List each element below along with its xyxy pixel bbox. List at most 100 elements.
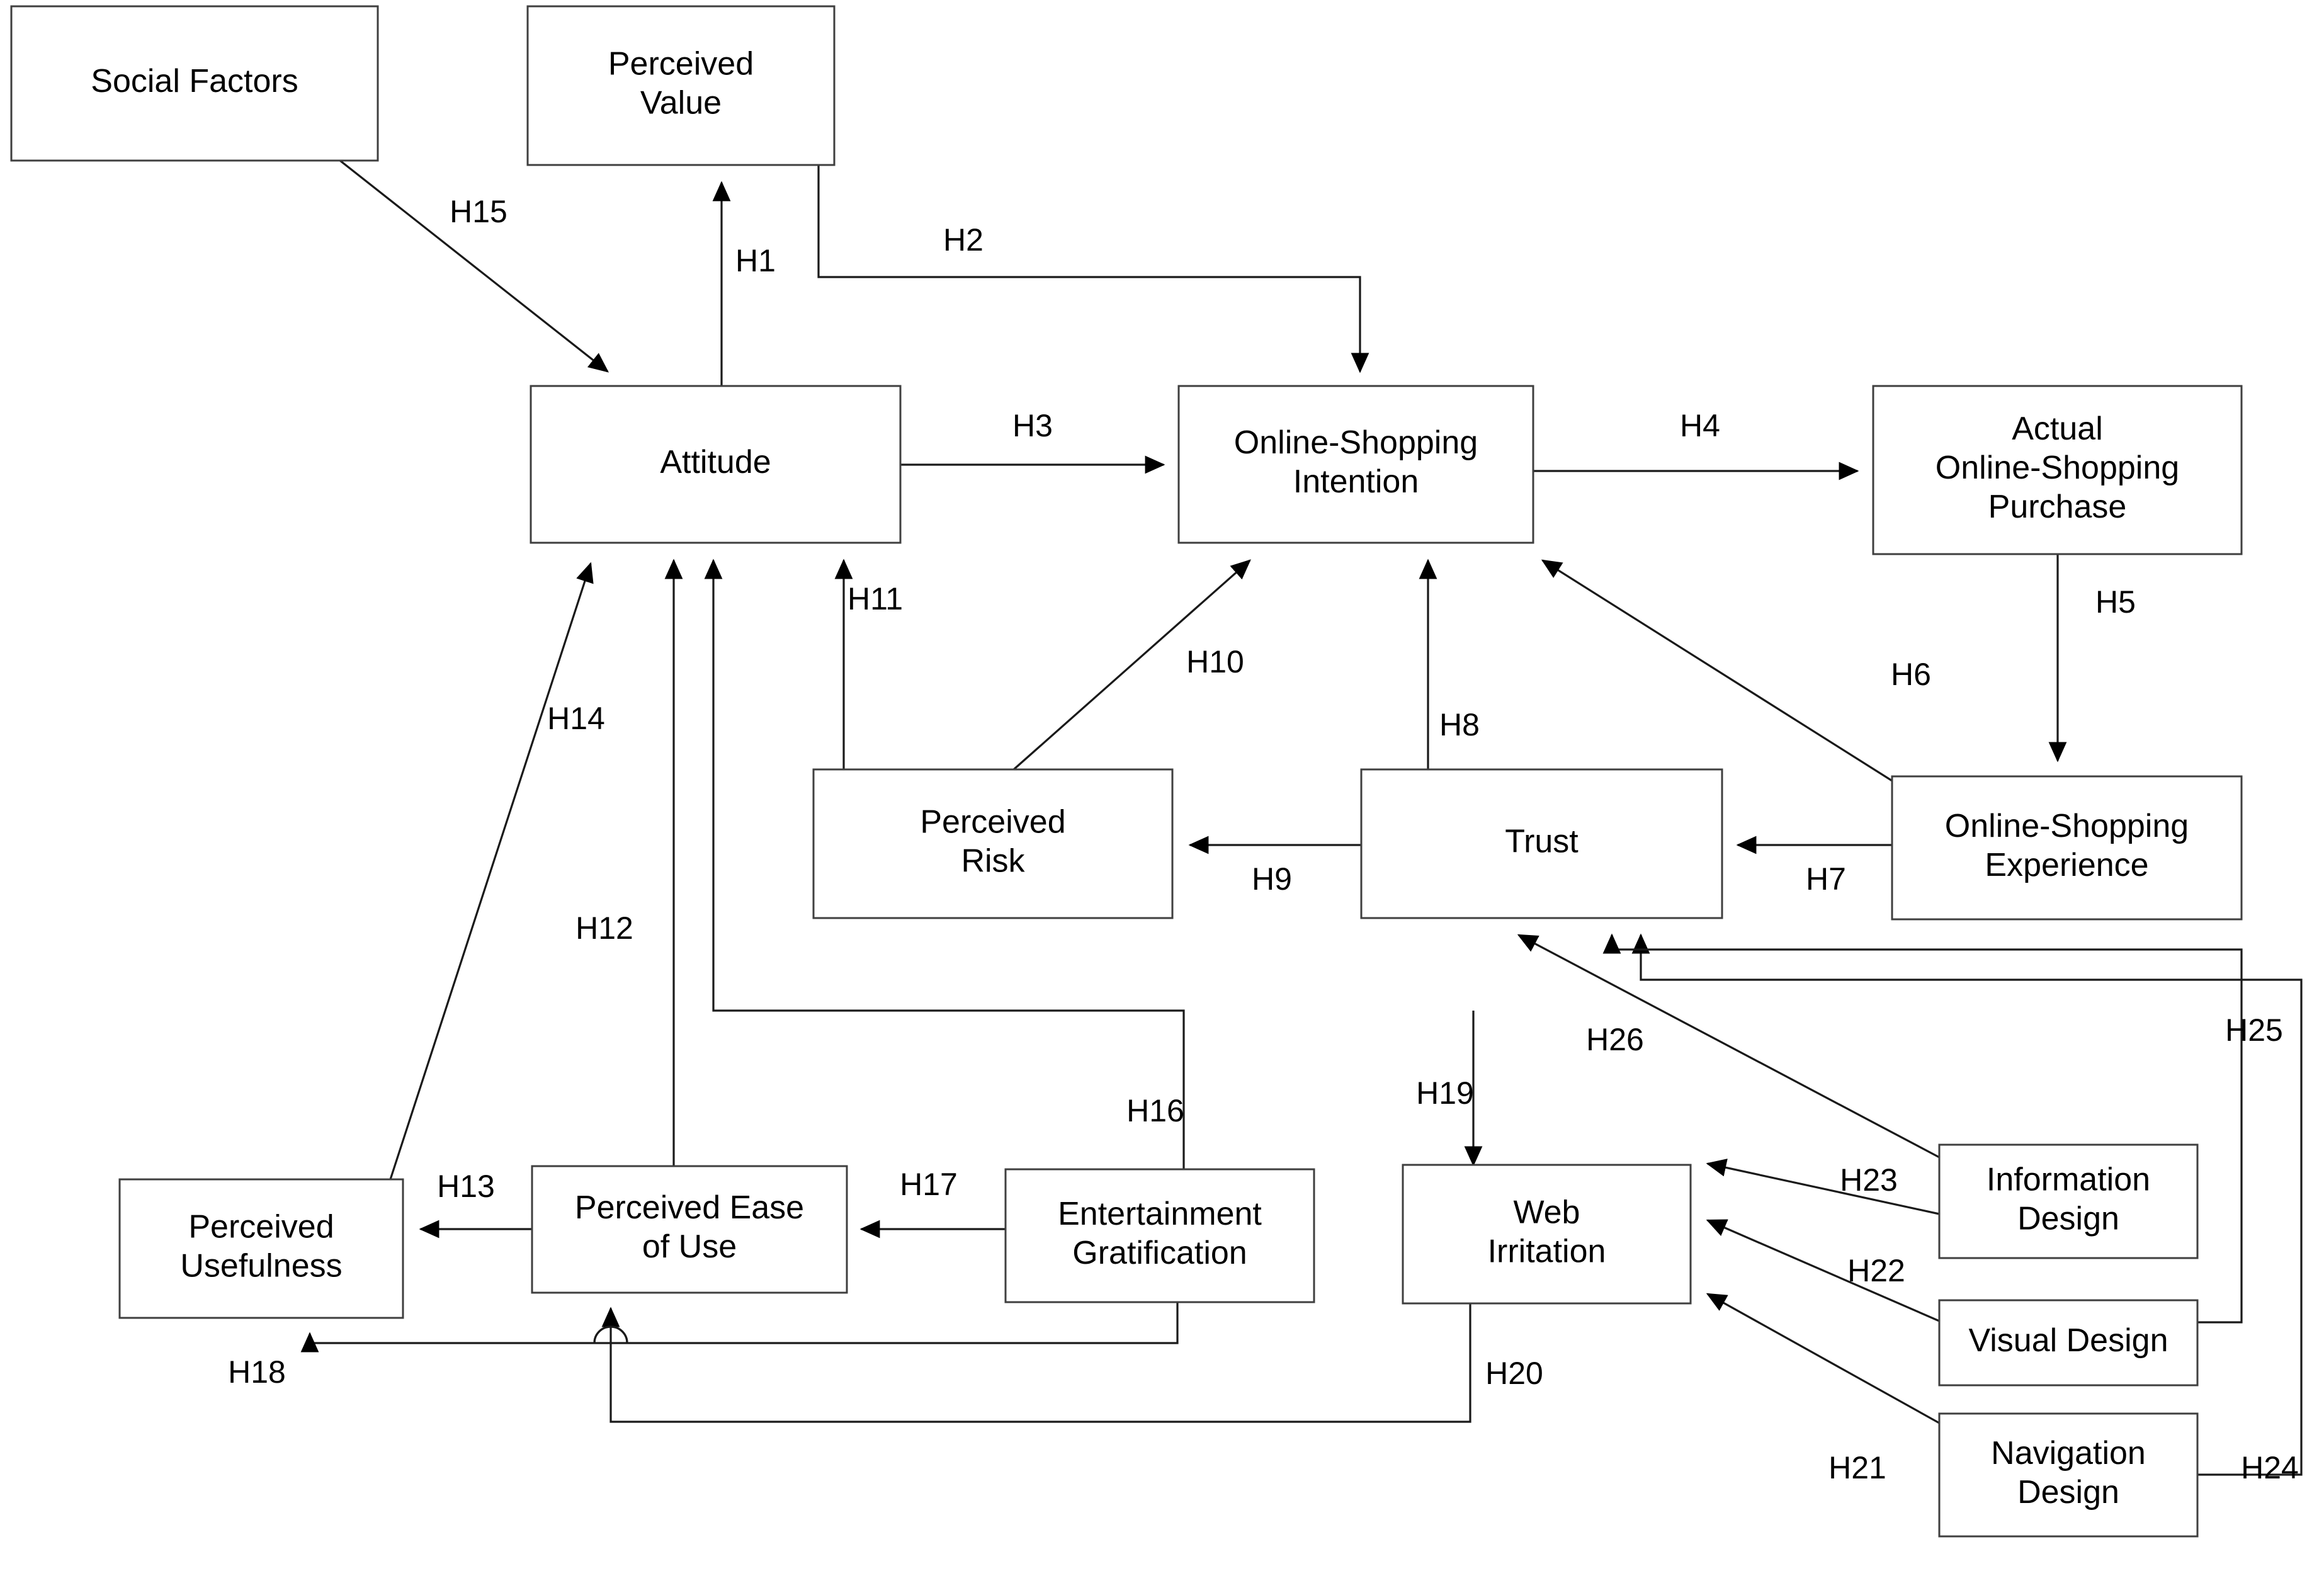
node-attitude[interactable]: Attitude: [530, 385, 902, 544]
edge-h18: [300, 1302, 1179, 1353]
edge-h25: [1602, 933, 2243, 1324]
edge-path: [339, 159, 609, 373]
node-visual-design[interactable]: Visual Design: [1938, 1299, 2199, 1387]
edge-path: [1631, 933, 2303, 1476]
node-trust[interactable]: Trust: [1360, 768, 1723, 919]
node-label-line: of Use: [642, 1228, 737, 1265]
edge-path: [1541, 559, 1893, 782]
edge-label-h25: H25: [2225, 1012, 2283, 1048]
edge-h10: [1012, 559, 1251, 771]
edge-label-h5: H5: [2095, 584, 2136, 620]
edge-path: [1602, 933, 2243, 1324]
edge-h21: [1706, 1293, 1940, 1424]
node-label-line: Risk: [961, 843, 1025, 880]
node-label-line: Social Factors: [91, 63, 298, 99]
node-label-line: Visual Design: [1968, 1322, 2168, 1359]
node-label-line: Gratification: [1072, 1235, 1247, 1271]
edge-path: [300, 1302, 1179, 1353]
node-box[interactable]: [1402, 1164, 1692, 1305]
edge-label-h10: H10: [1186, 644, 1244, 679]
node-box[interactable]: [1938, 1299, 2199, 1387]
edge-label-h4: H4: [1680, 408, 1720, 443]
node-label-line: Actual: [2012, 411, 2103, 447]
node-box[interactable]: [1938, 1412, 2199, 1538]
edge-h14: [389, 562, 594, 1180]
edge-label-h7: H7: [1806, 861, 1846, 897]
edge-label-h15: H15: [450, 194, 507, 229]
node-label-line: Usefulness: [180, 1248, 342, 1285]
node-label-line: Trust: [1505, 824, 1579, 860]
edge-label-h21: H21: [1828, 1450, 1886, 1485]
edge-label-h8: H8: [1439, 707, 1480, 742]
edge-label-h24: H24: [2241, 1450, 2299, 1485]
node-box[interactable]: [1872, 385, 2243, 555]
node-label-line: Perceived: [608, 46, 754, 82]
edge-path: [389, 562, 594, 1180]
edge-label-h20: H20: [1485, 1356, 1543, 1391]
edge-path: [1706, 1293, 1940, 1424]
node-box[interactable]: [530, 385, 902, 544]
node-label-line: Navigation: [1991, 1435, 2146, 1472]
node-label-line: Online-Shopping: [1234, 424, 1478, 461]
node-label-line: Purchase: [1988, 489, 2127, 525]
edge-h2: [817, 165, 1369, 373]
node-box[interactable]: [812, 768, 1174, 919]
node-box[interactable]: [118, 1178, 404, 1319]
edge-label-h22: H22: [1847, 1253, 1905, 1288]
edge-h23: [1706, 1159, 1940, 1215]
edge-label-h18: H18: [228, 1354, 286, 1390]
edge-path: [817, 165, 1369, 373]
edge-label-h6: H6: [1891, 657, 1931, 692]
node-social-factors[interactable]: Social Factors: [10, 5, 379, 162]
node-box[interactable]: [531, 1165, 848, 1294]
edge-label-h1: H1: [735, 243, 776, 278]
node-box[interactable]: [526, 5, 836, 166]
edge-path: [1706, 1159, 1940, 1215]
edge-h16: [704, 559, 1185, 1169]
edge-label-h13: H13: [437, 1169, 495, 1204]
node-label-line: Information: [1987, 1162, 2150, 1198]
edge-label-h9: H9: [1252, 861, 1292, 897]
edge-path: [1517, 934, 1940, 1159]
edge-path: [1012, 559, 1251, 771]
edges-layer: [300, 159, 2303, 1476]
edge-path: [704, 559, 1185, 1169]
edge-label-h11: H11: [847, 581, 903, 616]
node-label-line: Irritation: [1488, 1234, 1606, 1270]
edge-label-h23: H23: [1840, 1162, 1898, 1198]
edge-h24: [1631, 933, 2303, 1476]
node-box[interactable]: [10, 5, 379, 162]
node-label-line: Perceived Ease: [575, 1189, 804, 1226]
node-box[interactable]: [1177, 385, 1534, 544]
node-box[interactable]: [1004, 1168, 1315, 1303]
node-label-line: Online-Shopping: [1945, 808, 2189, 844]
edge-label-h17: H17: [900, 1167, 958, 1202]
node-box[interactable]: [1360, 768, 1723, 919]
edge-label-h14: H14: [547, 701, 605, 736]
edge-label-h19: H19: [1416, 1075, 1474, 1111]
node-box[interactable]: [1891, 775, 2243, 921]
node-label-line: Attitude: [660, 444, 771, 480]
node-label-line: Entertainment: [1058, 1196, 1262, 1232]
node-box[interactable]: [1938, 1143, 2199, 1259]
edge-label-h26: H26: [1586, 1022, 1644, 1057]
edge-label-h2: H2: [943, 222, 983, 258]
edge-h15: [339, 159, 609, 373]
node-label-line: Value: [640, 85, 722, 122]
node-label-line: Online-Shopping: [1936, 450, 2179, 486]
